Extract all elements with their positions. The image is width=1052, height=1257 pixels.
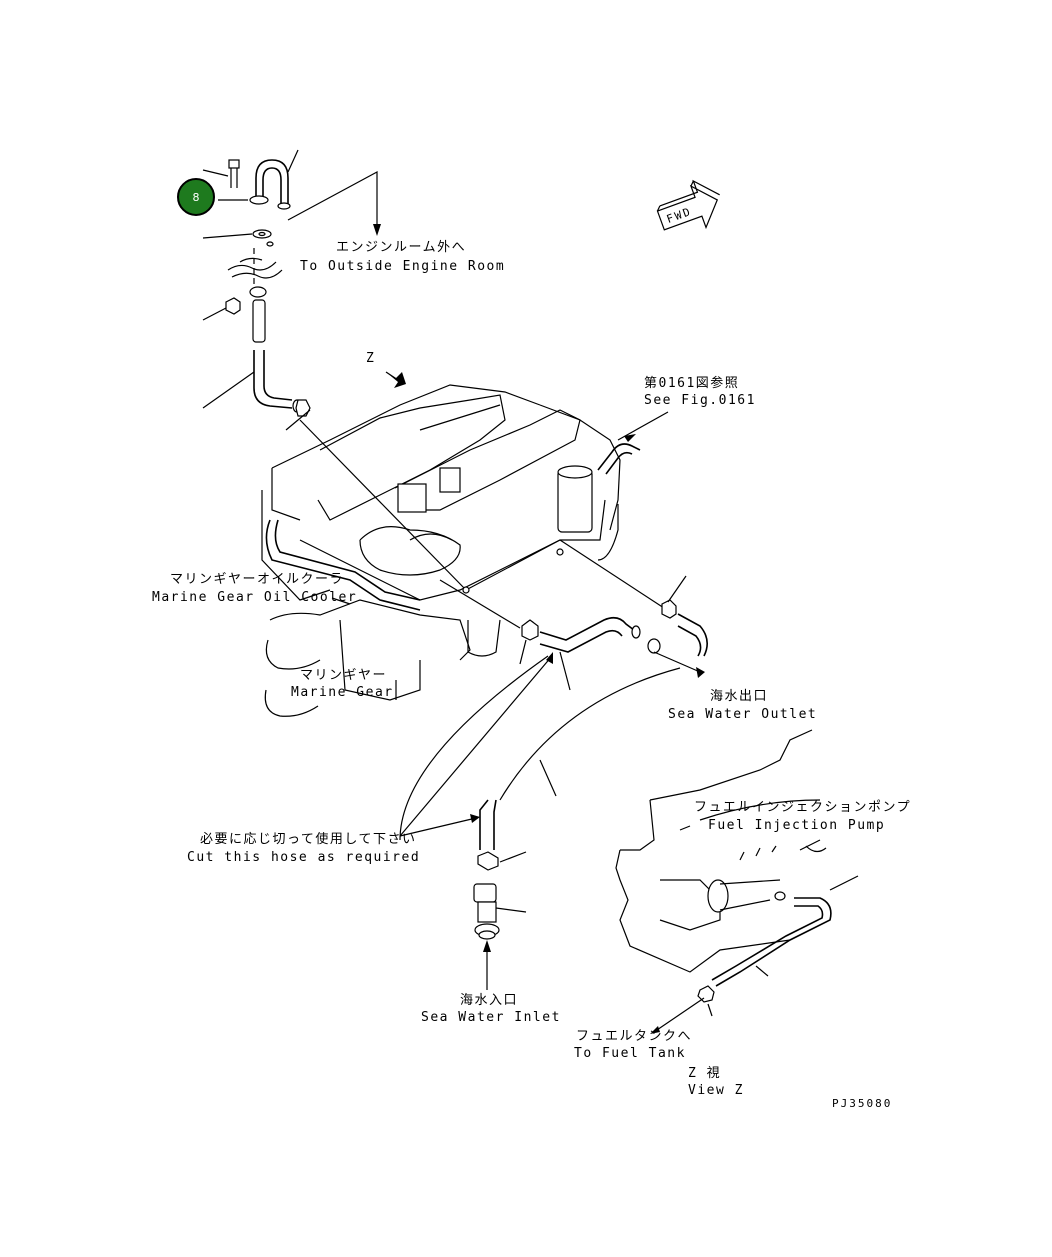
u-pipe (255, 159, 289, 205)
outlet-hoses (519, 575, 708, 691)
outside-engine-room-en: To Outside Engine Room (300, 259, 505, 274)
text-labels: エンジンルーム外へ To Outside Engine Room Z 第0161… (152, 240, 911, 1110)
drawing-number: PJ35080 (832, 1097, 892, 1110)
view-z-assembly (615, 729, 859, 1034)
fuel-injection-pump-jp: フュエルインジェクションポンプ (694, 800, 911, 815)
sea-water-inlet-en: Sea Water Inlet (421, 1010, 561, 1025)
cut-hose-en: Cut this hose as required (187, 850, 420, 865)
to-fuel-tank-en: To Fuel Tank (574, 1046, 686, 1061)
engine-assembly (261, 384, 665, 717)
gear-oil-cooler-jp: マリンギヤーオイルクーラ (170, 572, 344, 587)
marine-gear-jp: マリンギヤー (300, 668, 387, 683)
view-z-jp: Z 視 (688, 1066, 721, 1081)
label-leaders (331, 371, 669, 605)
sea-water-outlet-en: Sea Water Outlet (668, 707, 817, 722)
outside-pipe-assembly (202, 149, 381, 431)
inlet-hose-assembly (399, 652, 681, 990)
see-fig-en: See Fig.0161 (644, 393, 756, 408)
outside-engine-room-jp: エンジンルーム外へ (336, 240, 466, 255)
bolt-head (228, 159, 240, 169)
to-fuel-tank-jp: フュエルタンクへ (576, 1029, 692, 1044)
sea-water-inlet-jp: 海水入口 (460, 993, 518, 1008)
sea-water-outlet-jp: 海水出口 (710, 689, 768, 704)
fuel-injection-pump-en: Fuel Injection Pump (708, 818, 885, 833)
cut-hose-jp: 必要に応じ切って使用して下さい (200, 831, 416, 847)
gear-oil-cooler-en: Marine Gear Oil Cooler (152, 590, 357, 605)
callout-number: 8 (192, 190, 200, 204)
see-fig-jp: 第0161図参照 (644, 375, 739, 391)
marine-gear-en: Marine Gear (291, 685, 394, 700)
fwd-arrow: FWD (656, 179, 720, 231)
part-callout-button[interactable]: 8 (177, 178, 215, 216)
view-z-marker: Z (366, 351, 375, 366)
fwd-label: FWD (665, 205, 694, 226)
view-z-en: View Z (688, 1083, 744, 1098)
